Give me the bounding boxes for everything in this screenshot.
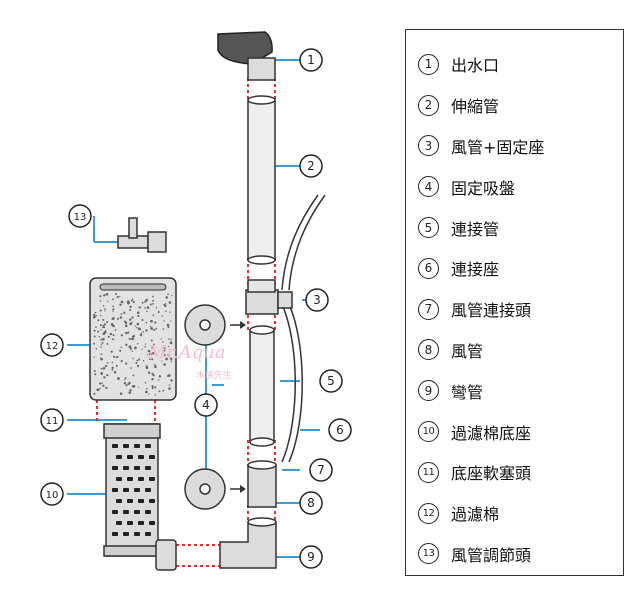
legend-number-badge: 6 bbox=[418, 257, 439, 279]
legend-part-name: 過濾棉底座 bbox=[451, 423, 532, 443]
callout-number: 6 bbox=[336, 423, 344, 437]
telescopic-tube bbox=[247, 95, 276, 265]
legend-number-badge: 8 bbox=[418, 339, 439, 361]
legend-part-name: 連接座 bbox=[451, 260, 500, 280]
legend-part-name: 出水口 bbox=[451, 56, 500, 76]
callout-badge: 5 bbox=[319, 369, 343, 393]
legend-part-name: 彎管 bbox=[451, 382, 484, 402]
callout-number: 4 bbox=[202, 398, 210, 412]
legend-part-name: 固定吸盤 bbox=[451, 178, 516, 198]
legend-part-name: 風管+固定座 bbox=[451, 137, 545, 157]
outlet-part bbox=[217, 31, 276, 81]
legend-number-badge: 3 bbox=[418, 135, 439, 157]
legend-item: 3 風管+固定座 bbox=[418, 126, 623, 167]
watermark: Mr.Aqua 水族先生 bbox=[147, 342, 232, 381]
legend-item: 9 彎管 bbox=[418, 370, 623, 411]
legend-item: 4 固定吸盤 bbox=[418, 166, 623, 207]
callout-number: 7 bbox=[317, 463, 325, 477]
legend-item: 12 過濾棉 bbox=[418, 493, 623, 534]
legend-item: 6 連接座 bbox=[418, 248, 623, 289]
air-tube-seat bbox=[245, 279, 293, 315]
callout-number: 13 bbox=[74, 212, 87, 223]
callout-badge: 12 bbox=[40, 333, 64, 357]
callout-number: 11 bbox=[46, 416, 59, 427]
legend-number-badge: 5 bbox=[418, 217, 439, 239]
suction-cup-bottom bbox=[184, 468, 246, 510]
callout-badge: 7 bbox=[309, 458, 333, 482]
legend-item: 13 風管調節頭 bbox=[418, 534, 623, 575]
legend-number-badge: 7 bbox=[418, 298, 439, 320]
filter-sponge bbox=[89, 277, 177, 401]
callout-number: 5 bbox=[327, 374, 335, 388]
callout-badge: 3 bbox=[305, 288, 329, 312]
callout-number: 8 bbox=[307, 496, 315, 510]
suction-cup-top bbox=[184, 304, 246, 346]
legend-number-badge: 9 bbox=[418, 380, 439, 402]
legend-number-badge: 13 bbox=[418, 543, 439, 565]
connector-seat bbox=[247, 460, 277, 508]
callout-badge: 13 bbox=[68, 204, 92, 228]
callout-badge: 1 bbox=[299, 48, 323, 72]
legend-item: 2 伸縮管 bbox=[418, 85, 623, 126]
legend-number-badge: 4 bbox=[418, 176, 439, 198]
legend-part-name: 底座軟塞頭 bbox=[451, 464, 532, 484]
legend-number-badge: 1 bbox=[418, 53, 439, 75]
callout-badge: 4 bbox=[194, 393, 218, 417]
callout-badge: 10 bbox=[40, 482, 64, 506]
legend-item: 8 風管 bbox=[418, 330, 623, 371]
callout-number: 1 bbox=[307, 53, 315, 67]
legend-item: 10 過濾棉底座 bbox=[418, 411, 623, 452]
legend-part-name: 風管 bbox=[451, 341, 484, 361]
legend-item: 1 出水口 bbox=[418, 44, 623, 85]
legend-number-badge: 12 bbox=[418, 502, 439, 524]
legend-part-name: 伸縮管 bbox=[451, 97, 500, 117]
parts-legend: 1 出水口 2 伸縮管 3 風管+固定座 4 固定吸盤 5 連接管 6 連接座 7 風管連接頭 8 風管 9 彎管… bbox=[405, 29, 624, 576]
air-regulator bbox=[117, 217, 167, 253]
legend-number-badge: 2 bbox=[418, 94, 439, 116]
connecting-tube bbox=[249, 325, 275, 447]
air-hose bbox=[279, 194, 326, 463]
legend-item: 11 底座軟塞頭 bbox=[418, 452, 623, 493]
watermark-brand: Mr.Aqua bbox=[147, 342, 226, 363]
legend-number-badge: 10 bbox=[418, 421, 439, 443]
elbow-part bbox=[219, 517, 277, 569]
callout-badge: 11 bbox=[40, 408, 64, 432]
callout-badge: 2 bbox=[299, 154, 323, 178]
callout-badge: 9 bbox=[299, 545, 323, 569]
legend-part-name: 風管調節頭 bbox=[451, 545, 532, 565]
sponge-base bbox=[103, 423, 177, 571]
callout-badge: 6 bbox=[328, 418, 352, 442]
legend-number-badge: 11 bbox=[418, 461, 439, 483]
watermark-sub: 水族先生 bbox=[196, 369, 232, 381]
callout-number: 9 bbox=[307, 550, 315, 564]
assembly-dotted-lines bbox=[96, 78, 276, 567]
callout-lines bbox=[67, 59, 320, 558]
legend-item: 5 連接管 bbox=[418, 207, 623, 248]
callout-number: 10 bbox=[46, 490, 59, 501]
legend-part-name: 風管連接頭 bbox=[451, 301, 532, 321]
callout-number: 12 bbox=[46, 341, 59, 352]
legend-item: 7 風管連接頭 bbox=[418, 289, 623, 330]
legend-part-name: 連接管 bbox=[451, 219, 500, 239]
callout-badge: 8 bbox=[299, 491, 323, 515]
legend-part-name: 過濾棉 bbox=[451, 505, 500, 525]
callout-number: 3 bbox=[313, 293, 321, 307]
callout-number: 2 bbox=[307, 159, 315, 173]
